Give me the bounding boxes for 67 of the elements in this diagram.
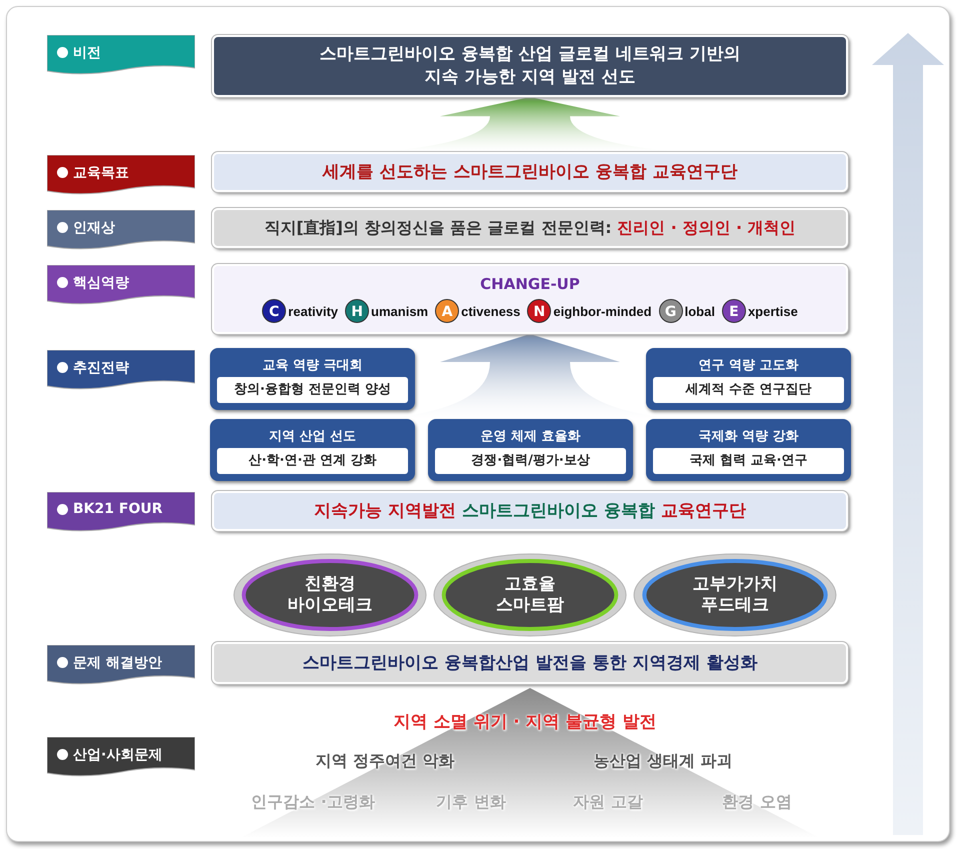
competency-word: eighbor-minded bbox=[553, 304, 652, 318]
competency-word: ctiveness bbox=[461, 304, 520, 318]
competency-box bbox=[212, 264, 848, 334]
strategy-detail: 세계적 수준 연구집단 bbox=[653, 377, 844, 403]
problem-text: 인구감소 ·고령화 bbox=[251, 792, 375, 813]
tab-label: 문제 해결방안 bbox=[57, 654, 162, 672]
label-tab bbox=[47, 210, 195, 250]
strategy-box bbox=[210, 348, 415, 410]
competency-title: CHANGE-UP bbox=[480, 275, 580, 293]
letter-circle: G bbox=[658, 299, 683, 323]
tab-label: 산업·사회문제 bbox=[57, 746, 162, 764]
label-tab bbox=[47, 265, 195, 305]
field-label: 고효율 스마트팜 bbox=[495, 574, 565, 616]
strategy-box bbox=[210, 419, 415, 481]
strategy-box bbox=[428, 419, 633, 481]
banner-text: 직지[直指]의 창의정신을 품은 글로컬 전문인력: 진리인 · 정의인 · 개척인 bbox=[264, 217, 796, 239]
tab-label: BK21 FOUR bbox=[57, 501, 162, 517]
banner-box bbox=[212, 152, 848, 192]
tab-label: 비전 bbox=[57, 44, 101, 62]
letter-circle: A bbox=[435, 299, 460, 323]
field-ellipse bbox=[232, 552, 428, 638]
banner-text: 지속가능 지역발전 스마트그린바이오 융복합 교육연구단 bbox=[314, 500, 746, 522]
strategy-heading: 연구 역량 고도화 bbox=[697, 357, 800, 374]
strategy-heading: 운영 체제 효율화 bbox=[479, 428, 582, 445]
label-tab bbox=[47, 645, 195, 685]
field-ellipse bbox=[432, 552, 628, 638]
letter-circle: C bbox=[262, 299, 286, 323]
banner-box bbox=[212, 491, 848, 531]
competency-word: umanism bbox=[371, 304, 428, 318]
banner-text: 스마트그린바이오 융복합 산업 글로컬 네트워크 기반의 지속 가능한 지역 발전 선도 bbox=[318, 43, 742, 89]
strategy-detail: 산·학·연·관 연계 강화 bbox=[217, 448, 408, 474]
letter-circle: E bbox=[722, 299, 746, 323]
field-ellipse bbox=[632, 552, 838, 638]
strategy-detail: 경쟁·협력/평가·보상 bbox=[435, 448, 626, 474]
problem-text: 지역 정주여건 악화 bbox=[315, 751, 455, 772]
competency-word: xpertise bbox=[748, 304, 798, 318]
field-label: 친환경 바이오테크 bbox=[286, 574, 374, 616]
label-tab bbox=[47, 155, 195, 195]
strategy-box bbox=[646, 419, 851, 481]
label-tab bbox=[47, 492, 195, 532]
strategy-heading: 지역 산업 선도 bbox=[268, 428, 358, 445]
banner-text: 스마트그린바이오 융복합산업 발전을 통한 지역경제 활성화 bbox=[302, 652, 758, 674]
label-tab bbox=[47, 350, 195, 390]
letter-circle: H bbox=[345, 299, 370, 323]
problem-text: 기후 변화 bbox=[436, 792, 506, 813]
banner-text: 세계를 선도하는 스마트그린바이오 융복합 교육연구단 bbox=[322, 160, 738, 184]
field-label: 고부가가치 푸드테크 bbox=[692, 574, 778, 616]
tab-label: 인재상 bbox=[57, 219, 115, 237]
competency-word: reativity bbox=[288, 304, 338, 318]
label-tab bbox=[47, 737, 195, 777]
strategy-box bbox=[646, 348, 851, 410]
strategy-heading: 국제화 역량 강화 bbox=[697, 428, 800, 445]
tab-label: 추진전략 bbox=[57, 359, 129, 377]
banner-box bbox=[212, 208, 848, 248]
strategy-detail: 국제 협력 교육·연구 bbox=[653, 448, 844, 474]
problem-text: 자원 고갈 bbox=[573, 792, 643, 813]
letter-circle: N bbox=[527, 299, 552, 323]
problem-text: 농산업 생태계 파괴 bbox=[593, 751, 733, 772]
tab-label: 핵심역량 bbox=[57, 274, 129, 292]
label-tab bbox=[47, 35, 195, 75]
tab-label: 교육목표 bbox=[57, 164, 129, 182]
banner-box bbox=[212, 35, 848, 97]
banner-box bbox=[212, 642, 848, 684]
strategy-detail: 창의·융합형 전문인력 양성 bbox=[217, 377, 408, 403]
strategy-heading: 교육 역량 극대회 bbox=[261, 357, 364, 374]
competency-word: lobal bbox=[684, 304, 715, 318]
problem-text: 환경 오염 bbox=[722, 792, 792, 813]
